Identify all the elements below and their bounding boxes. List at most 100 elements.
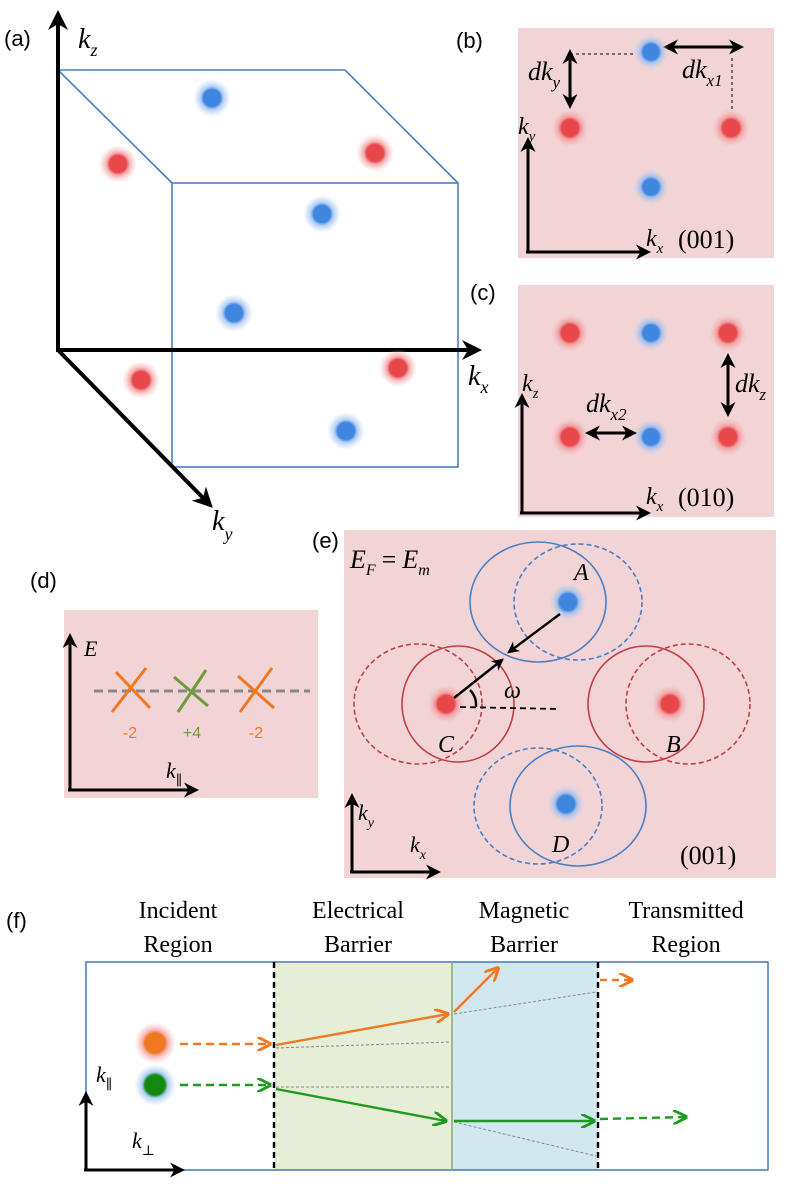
fermi-surface-C-shifted [353,643,483,765]
cube [57,69,459,468]
orange-electron [134,1022,176,1064]
dkx1-label: dkx1 [682,55,723,90]
scattering-arrow [507,613,561,654]
panel-e-background [344,530,776,878]
plane-label: (010) [678,483,734,512]
blue-weyl-point [633,34,669,70]
guide-line [275,1041,451,1049]
guide-line [453,991,597,1015]
plane-label: (001) [678,225,734,254]
point-C-label: C [438,732,455,758]
blue-weyl-point [215,294,253,332]
panel-e-label: (e) [312,528,339,553]
cube-front-face [171,182,459,468]
point-A-label: A [572,560,589,586]
green-electron [134,1064,176,1106]
band-crossing-right [237,674,275,710]
ky-label: ky [518,114,536,145]
fermi-surface-A-shifted [513,543,643,661]
orange-path-electrical [275,1014,448,1047]
ky-label: ky [212,506,232,544]
electrical-barrier [274,962,452,1170]
orange-path-magnetic [453,968,498,1013]
kx-label: kx [646,226,664,257]
panel-e: (e) EF=Em A C B D ω ky kx (001) [312,528,776,880]
red-weyl-point [712,109,750,147]
kx-label: kx [646,484,664,515]
green-path-electrical [275,1087,446,1121]
red-weyl-point [709,418,747,456]
panel-a-label: (a) [4,26,31,51]
fermi-surface-D [509,745,647,867]
k-parallel-label: k∥ [166,758,182,789]
blue-weyl-point [303,195,341,233]
charge-label-right: -2 [249,725,263,742]
panel-d: (d) E k∥ -2 +4 -2 [30,568,318,798]
red-weyl-point [379,349,417,387]
k-perp-label: k⊥ [132,1128,155,1159]
cube-edge [57,69,173,184]
kz-label: kz [78,24,97,60]
region-title-incident: Region [143,932,212,958]
charge-label-left: -2 [123,725,137,742]
ky-label: ky [358,800,375,831]
band-crossings [110,667,275,713]
region-title-magnetic: Barrier [490,932,558,958]
red-weyl-point [551,109,589,147]
weyl-point-C [427,685,465,723]
panel-c: (c) dkx2 dkz kz kx (010) [470,280,774,521]
momentum-arrow [453,658,504,699]
reference-line [459,706,561,710]
kx-label: kx [410,832,427,863]
cube-edge [344,69,459,184]
red-weyl-point [709,314,747,352]
fermi-surface-A [469,541,607,663]
energy-label: E [83,636,98,661]
blue-weyl-point [633,169,669,205]
dky-label: dky [528,57,561,92]
region-title-transmitted: Region [651,932,720,958]
panel-d-background [64,610,318,798]
red-weyl-point [356,134,394,172]
point-B-label: B [666,732,681,758]
region-title-electrical: Electrical [312,898,404,924]
red-weyl-point [551,418,589,456]
region-title-magnetic: Magnetic [479,898,570,924]
fermi-surfaces [353,541,751,867]
weyl-point-B [651,685,689,723]
weyl-point-D [547,785,585,823]
transmitted-green-path [599,1117,686,1119]
ky-axis [56,348,213,508]
kz-label: kz [522,371,539,402]
fermi-surface-D-shifted [473,747,603,865]
panel-a: (a) kz kx ky [4,10,488,544]
blue-weyl-point [633,419,669,455]
region-title-incident: Incident [139,898,218,924]
k-parallel-label: k∥ [96,1062,112,1093]
red-weyl-point [99,145,137,183]
fermi-surface-B-shifted [625,643,751,765]
kx-label: kx [468,361,488,397]
region-title-electrical: Barrier [324,932,392,958]
blue-weyl-point [193,79,231,117]
panel-c-label: (c) [470,280,496,305]
magnetic-barrier [452,962,598,1170]
region-title-transmitted: Transmitted [628,898,743,924]
red-weyl-point [122,361,160,399]
fermi-surface-C [401,645,515,763]
plane-label: (001) [680,841,736,870]
panel-f: (f) Incident Region Electrical Barrier M… [6,898,769,1178]
dkz-label: dkz [735,369,767,404]
panel-d-label: (d) [30,568,57,593]
fermi-surface-B [587,645,705,763]
fermi-condition: EF=Em [349,545,430,579]
red-weyl-point [551,314,589,352]
panel-b: (b) dky dkx1 ky kx (001) [456,28,774,260]
device-outline [85,961,769,1171]
charge-label-middle: +4 [183,725,201,742]
point-D-label: D [551,832,569,858]
blue-weyl-point [327,412,365,450]
band-crossing-middle [176,669,208,713]
weyl-point-A [549,583,587,621]
